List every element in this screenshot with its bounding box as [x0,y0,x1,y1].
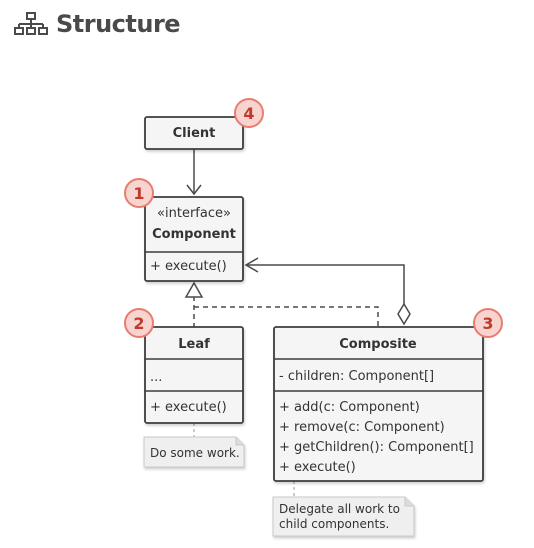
leaf-note-text: Do some work. [150,446,240,460]
badge-4: 4 [234,98,264,128]
client-label: Client [173,126,216,141]
badge-3-number: 3 [482,314,493,333]
badge-3: 3 [473,308,503,338]
composite-note-line-2: child components. [279,517,389,531]
component-box: «interface» Component + execute() [144,196,244,282]
leaf-box: Leaf ... + execute() [144,326,244,424]
badge-2-number: 2 [133,314,144,333]
composite-name: Composite [339,337,417,352]
hierarchy-icon [14,12,48,35]
composite-field: - children: Component[] [279,369,434,384]
realization-arrows [184,281,379,327]
client-to-component-arrow [186,149,202,196]
client-box: Client [144,116,244,150]
composite-method-remove: + remove(c: Component) [279,420,445,435]
leaf-method: + execute() [150,400,227,415]
leaf-fields: ... [150,370,162,385]
composite-method-execute: + execute() [279,460,356,475]
badge-4-number: 4 [243,104,254,123]
composite-method-getchildren: + getChildren(): Component[] [279,440,474,455]
badge-1-number: 1 [133,184,144,203]
badge-1: 1 [124,178,154,208]
composite-box: Composite - children: Component[] + add(… [273,326,484,482]
composite-method-add: + add(c: Component) [279,400,420,415]
note-connectors [193,423,295,497]
page-title: Structure [56,10,181,38]
badge-2: 2 [124,308,154,338]
leaf-note: Do some work. [143,436,245,468]
component-stereotype: «interface» [157,206,231,221]
header: Structure [14,8,181,40]
component-name: Component [152,227,236,242]
component-method: + execute() [150,259,227,274]
composite-aggregation-arrow [244,257,411,326]
composite-note: Delegate all work to child components. [272,496,415,537]
leaf-name: Leaf [178,337,210,352]
composite-note-line-1: Delegate all work to [279,502,400,516]
